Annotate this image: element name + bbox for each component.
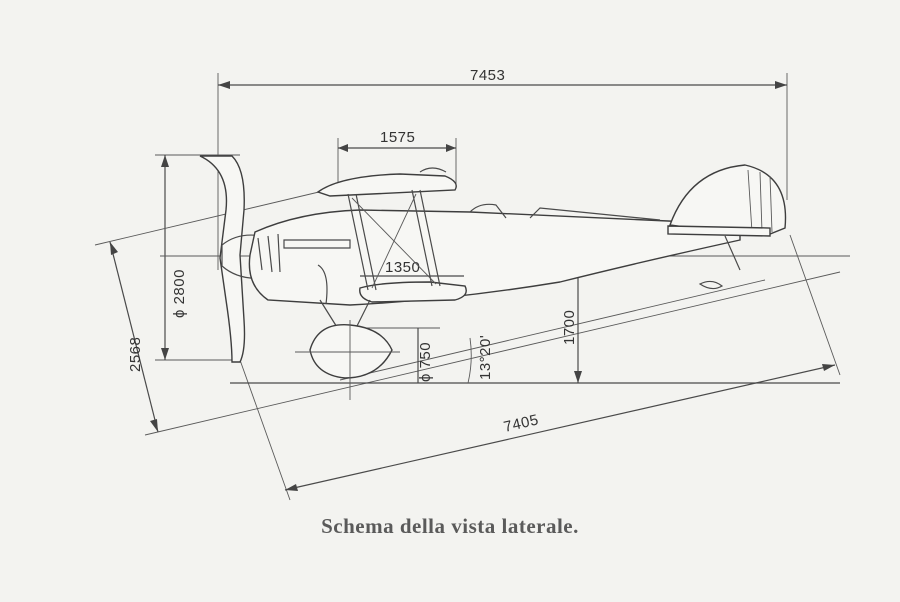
upper-wing-chord-dimension: 1575 [337,129,457,188]
fuselage [248,203,741,306]
ground-angle-label: 13°20' [477,335,494,380]
upper-wing-chord-label: 1575 [380,129,415,146]
wheel-diameter-label: ϕ 750 [417,342,434,382]
wing-struts [347,189,441,291]
height-label: 1700 [561,310,578,345]
lower-wing: 1350 [359,259,467,303]
inclined-length-label: 7405 [502,411,540,436]
propeller-diameter-label: ϕ 2800 [171,269,188,318]
propeller-diameter-dimension: ϕ 2800 [155,154,240,361]
landing-gear [295,299,400,400]
tail [667,164,787,290]
overall-length-label: 7453 [470,67,505,84]
lower-wing-chord-label: 1350 [385,259,420,276]
figure-caption: Schema della vista laterale. [321,514,579,538]
upper-wing [316,167,457,197]
overall-length-dimension: 7453 [217,67,788,270]
diagonal-height-label: 2568 [127,337,144,372]
diagonal-height-dimension: 2568 [94,186,841,436]
ground-angle-dimension: 13°20' [467,335,494,384]
